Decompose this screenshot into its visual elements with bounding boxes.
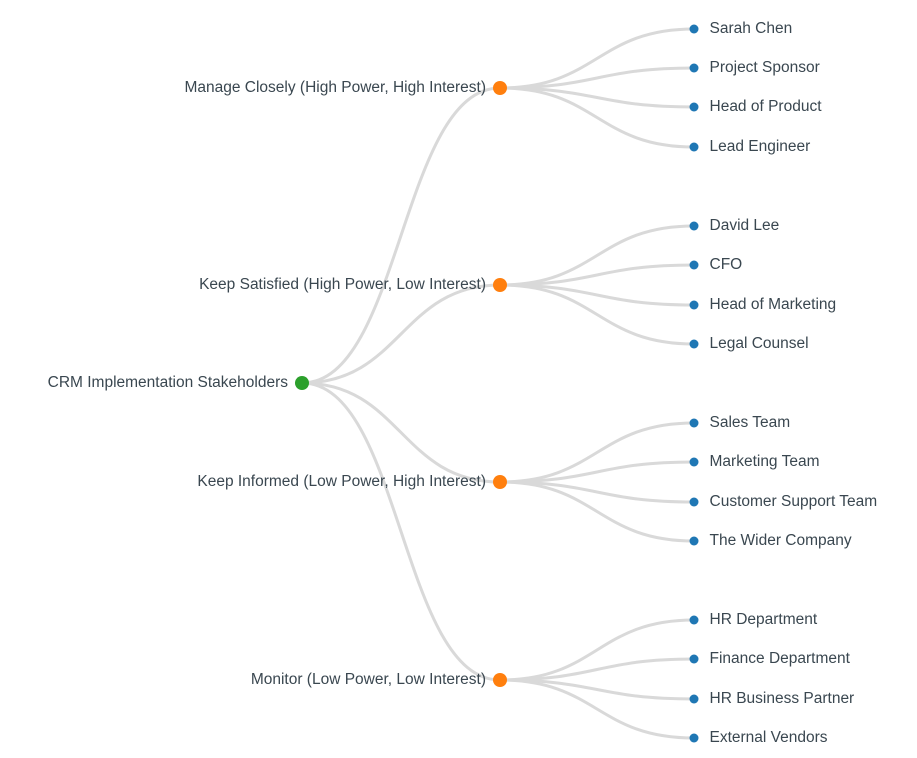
leaf-node-label: Head of Marketing bbox=[710, 296, 837, 313]
leaf-node-dot-icon[interactable] bbox=[689, 102, 699, 112]
leaf-node-legal-counsel[interactable]: Legal Counsel bbox=[689, 335, 809, 352]
leaf-node-dot-icon[interactable] bbox=[689, 300, 699, 310]
link-branch-1-to-leaf-0 bbox=[498, 224, 696, 287]
leaf-node-dot-icon[interactable] bbox=[689, 418, 699, 428]
leaf-node-label: Sales Team bbox=[710, 414, 791, 431]
leaf-node-label: Sarah Chen bbox=[710, 20, 793, 37]
leaf-node-external-vendors[interactable]: External Vendors bbox=[689, 729, 828, 746]
leaf-node-finance-department[interactable]: Finance Department bbox=[689, 650, 851, 667]
branch-node-label: Monitor (Low Power, Low Interest) bbox=[251, 671, 486, 688]
link-branch-0-to-leaf-3 bbox=[498, 86, 696, 149]
leaf-node-head-of-marketing[interactable]: Head of Marketing bbox=[689, 296, 837, 313]
leaf-node-label: Customer Support Team bbox=[710, 493, 878, 510]
link-branch-0-to-leaf-1 bbox=[498, 66, 696, 90]
leaf-node-label: David Lee bbox=[710, 217, 780, 234]
link-branch-1-to-leaf-2 bbox=[498, 283, 696, 307]
leaf-node-hr-business-partner[interactable]: HR Business Partner bbox=[689, 690, 855, 707]
leaf-node-hr-department[interactable]: HR Department bbox=[689, 611, 818, 628]
leaf-node-dot-icon[interactable] bbox=[689, 733, 699, 743]
root-node-dot-icon[interactable] bbox=[295, 376, 309, 390]
link-root-to-branch-1 bbox=[300, 283, 502, 385]
nodes-layer: CRM Implementation Stakeholders Manage Cl… bbox=[48, 20, 878, 746]
branch-node-label: Manage Closely (High Power, High Interes… bbox=[184, 79, 486, 96]
leaf-node-label: CFO bbox=[710, 256, 743, 273]
leaf-node-dot-icon[interactable] bbox=[689, 142, 699, 152]
root-node-label: CRM Implementation Stakeholders bbox=[48, 374, 289, 391]
link-branch-0-to-leaf-0 bbox=[498, 27, 696, 90]
root-node[interactable]: CRM Implementation Stakeholders bbox=[48, 374, 309, 391]
leaf-node-sarah-chen[interactable]: Sarah Chen bbox=[689, 20, 793, 37]
connector-links-layer bbox=[300, 27, 696, 740]
leaf-node-customer-support-team[interactable]: Customer Support Team bbox=[689, 493, 878, 510]
branch-node-dot-icon[interactable] bbox=[493, 278, 507, 292]
leaf-node-david-lee[interactable]: David Lee bbox=[689, 217, 780, 234]
leaf-node-label: Legal Counsel bbox=[710, 335, 809, 352]
link-branch-3-to-leaf-1 bbox=[498, 657, 696, 682]
leaf-node-dot-icon[interactable] bbox=[689, 339, 699, 349]
leaf-node-head-of-product[interactable]: Head of Product bbox=[689, 98, 823, 115]
link-root-to-branch-2 bbox=[300, 381, 502, 484]
leaf-node-label: HR Department bbox=[710, 611, 818, 628]
branch-node-dot-icon[interactable] bbox=[493, 673, 507, 687]
link-root-to-branch-0 bbox=[300, 86, 502, 385]
leaf-node-dot-icon[interactable] bbox=[689, 654, 699, 664]
link-branch-3-to-leaf-3 bbox=[498, 678, 696, 740]
leaf-node-the-wider-company[interactable]: The Wider Company bbox=[689, 532, 852, 549]
leaf-node-project-sponsor[interactable]: Project Sponsor bbox=[689, 59, 820, 76]
link-branch-3-to-leaf-2 bbox=[498, 678, 696, 701]
leaf-node-dot-icon[interactable] bbox=[689, 260, 699, 270]
leaf-node-label: External Vendors bbox=[710, 729, 828, 746]
link-branch-2-to-leaf-0 bbox=[498, 421, 696, 484]
link-root-to-branch-3 bbox=[300, 381, 502, 682]
leaf-node-dot-icon[interactable] bbox=[689, 221, 699, 231]
leaf-node-dot-icon[interactable] bbox=[689, 615, 699, 625]
leaf-node-label: Marketing Team bbox=[710, 453, 820, 470]
leaf-node-dot-icon[interactable] bbox=[689, 694, 699, 704]
leaf-node-dot-icon[interactable] bbox=[689, 63, 699, 73]
branch-node-keep-informed[interactable]: Keep Informed (Low Power, High Interest) bbox=[197, 473, 507, 490]
leaf-node-label: HR Business Partner bbox=[710, 690, 855, 707]
leaf-node-cfo[interactable]: CFO bbox=[689, 256, 743, 273]
leaf-node-marketing-team[interactable]: Marketing Team bbox=[689, 453, 820, 470]
link-branch-3-to-leaf-0 bbox=[498, 618, 696, 682]
branch-node-manage-closely[interactable]: Manage Closely (High Power, High Interes… bbox=[184, 79, 507, 96]
branch-node-label: Keep Informed (Low Power, High Interest) bbox=[197, 473, 486, 490]
leaf-node-dot-icon[interactable] bbox=[689, 497, 699, 507]
link-branch-2-to-leaf-3 bbox=[498, 480, 696, 543]
branch-node-dot-icon[interactable] bbox=[493, 81, 507, 95]
leaf-node-label: Head of Product bbox=[710, 98, 823, 115]
link-branch-0-to-leaf-2 bbox=[498, 86, 696, 109]
leaf-node-label: The Wider Company bbox=[710, 532, 852, 549]
branch-node-monitor[interactable]: Monitor (Low Power, Low Interest) bbox=[251, 671, 507, 688]
leaf-node-label: Lead Engineer bbox=[710, 138, 811, 155]
leaf-node-dot-icon[interactable] bbox=[689, 457, 699, 467]
link-branch-1-to-leaf-3 bbox=[498, 283, 696, 346]
branch-node-keep-satisfied[interactable]: Keep Satisfied (High Power, Low Interest… bbox=[199, 276, 507, 293]
leaf-node-lead-engineer[interactable]: Lead Engineer bbox=[689, 138, 811, 155]
leaf-node-sales-team[interactable]: Sales Team bbox=[689, 414, 791, 431]
link-branch-2-to-leaf-2 bbox=[498, 480, 696, 504]
link-branch-2-to-leaf-1 bbox=[498, 460, 696, 484]
leaf-node-dot-icon[interactable] bbox=[689, 536, 699, 546]
branch-node-label: Keep Satisfied (High Power, Low Interest… bbox=[199, 276, 486, 293]
leaf-node-label: Project Sponsor bbox=[710, 59, 820, 76]
link-branch-1-to-leaf-1 bbox=[498, 263, 696, 287]
leaf-node-dot-icon[interactable] bbox=[689, 24, 699, 34]
branch-node-dot-icon[interactable] bbox=[493, 475, 507, 489]
leaf-node-label: Finance Department bbox=[710, 650, 851, 667]
